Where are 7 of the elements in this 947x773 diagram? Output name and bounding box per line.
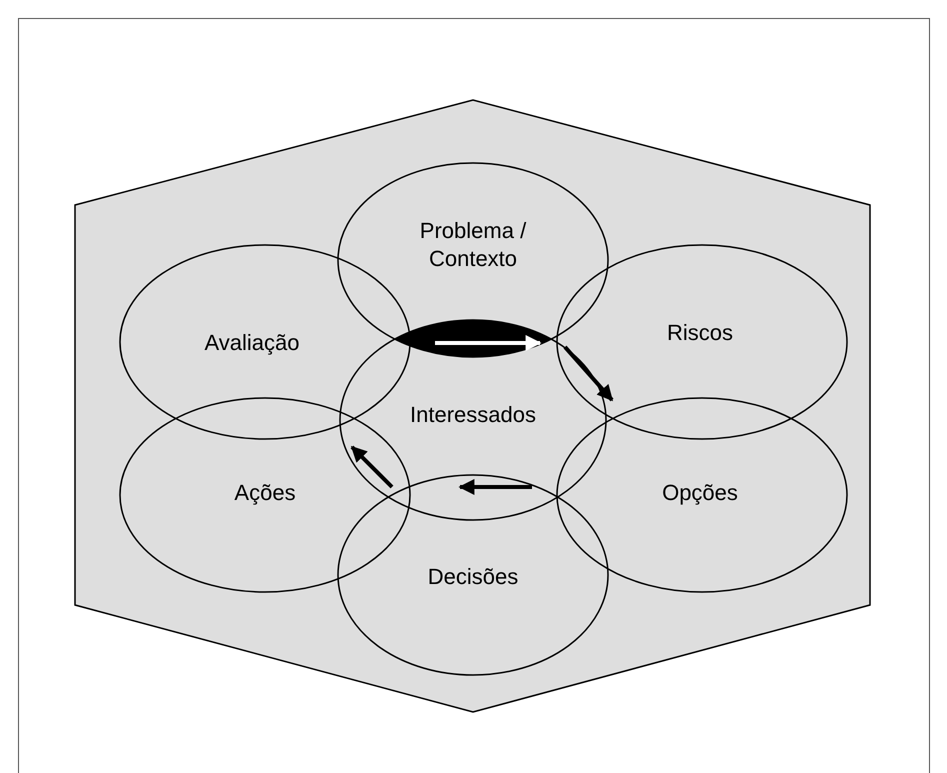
node-label: Ações — [233, 479, 297, 507]
node-label: Problema / Contexto — [418, 217, 528, 273]
node-label: Riscos — [666, 319, 734, 347]
node-label: Opções — [661, 479, 739, 507]
node-label: Interessados — [409, 401, 537, 429]
node-label: Avaliação — [204, 329, 300, 357]
node-label: Decisões — [426, 563, 520, 591]
